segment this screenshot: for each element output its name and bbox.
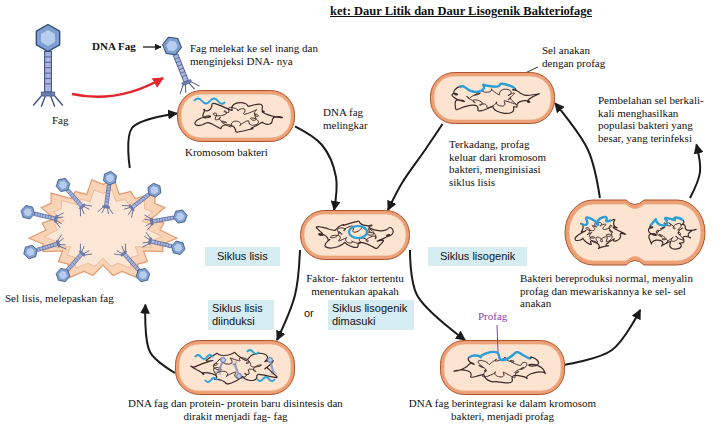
bacterial-chromosome: [191, 352, 277, 384]
cytoplasm: [179, 344, 291, 391]
stage-caption: Pembelahan sel berkali- kali menghasilka…: [598, 94, 718, 145]
phage: [215, 356, 227, 375]
phage: [231, 360, 243, 379]
decision-cell-picture: [300, 210, 410, 260]
cytoplasm: [304, 214, 406, 256]
cell-wall: [431, 73, 555, 124]
stage-caption: DNA fag berintegrasi ke dalam kromosom b…: [397, 397, 608, 422]
dividing-cell-picture: [520, 198, 705, 272]
bacterial-chromosome: [454, 352, 545, 383]
phage: [53, 243, 93, 285]
lysed-cell: Sel lisis, melepaskan fag: [5, 168, 200, 305]
cycle-arrow: [555, 103, 600, 198]
bacterial-chromosome: [213, 107, 258, 127]
stage-caption: Bakteri bereproduksi normal, menyalin pr…: [520, 272, 705, 310]
cell-wall: [565, 200, 705, 265]
prophage-cell-picture: [440, 340, 565, 395]
arrow-label: Siklus lisogenik dimasuki: [328, 300, 414, 330]
bacterial-chromosome: [316, 221, 393, 248]
phage: [98, 170, 119, 214]
cycle-arrow: [690, 145, 700, 198]
cycle-arrow: [295, 126, 337, 210]
cycle-arrow: [145, 305, 175, 373]
daughter-cell: Sel anakan dengan profag: [430, 72, 555, 124]
phage: [114, 243, 154, 285]
phage: [142, 232, 187, 257]
cycle-band: Siklus lisogenik: [428, 247, 527, 266]
circular-phage-dna: [349, 226, 367, 238]
part-label: Profag: [478, 310, 507, 323]
lysed-cell-picture: [5, 168, 200, 292]
bacterial-chromosome: [649, 218, 696, 249]
phage-dna: [257, 377, 275, 381]
bacterium-infected: Fag melekat ke sel inang dan menginjeksi…: [177, 90, 295, 142]
phage: [19, 203, 64, 228]
phage: [266, 356, 277, 375]
phage-dna: [194, 99, 225, 104]
connector-word: or: [304, 307, 314, 320]
cytoplasm: [569, 204, 701, 261]
arrow-label: DNA fag melingkar: [322, 106, 384, 131]
leader-line: [497, 325, 498, 352]
prophage-dna: [650, 218, 683, 226]
prophage-dna: [581, 217, 611, 225]
cytoplasm: [434, 76, 551, 120]
bacterial-chromosome: [330, 226, 376, 244]
dividing-cell: Bakteri bereproduksi normal, menyalin pr…: [520, 198, 705, 310]
bacterial-chromosome: [586, 222, 613, 243]
population-note: Pembelahan sel berkali- kali menghasilka…: [598, 94, 718, 145]
free-phage: [33, 25, 63, 107]
cytoplasm: [444, 344, 561, 391]
cytoplasm: [44, 190, 162, 268]
phage-dna: [195, 355, 213, 359]
phage: [121, 180, 164, 218]
cycle-label: Siklus lisogenik: [440, 250, 515, 263]
bacterium-infected-picture: [177, 90, 295, 142]
cell-wall: [176, 341, 295, 395]
burst-membrane: [29, 180, 177, 278]
arrow-label: Terkadang, profag keluar dari kromosom b…: [448, 138, 555, 189]
bacterial-chromosome: [575, 217, 626, 248]
phage: [53, 175, 93, 217]
prophage-dna: [459, 84, 515, 92]
stage-caption: Sel lisis, melepaskan fag: [5, 292, 200, 305]
phage-dna: [247, 350, 259, 354]
stage-caption: Sel anakan dengan profag: [542, 44, 622, 69]
phage-assembly-cell-picture: [175, 340, 295, 395]
stage-caption: Kromosom bakteri: [185, 146, 295, 159]
cycle-arrow: [277, 250, 300, 340]
cycle-band: Siklus lisis: [205, 247, 280, 266]
cytoplasm: [181, 94, 291, 138]
phage-assembly-cell: DNA fag dan protein- protein baru disint…: [175, 340, 295, 395]
daughter-cell-picture: [430, 72, 555, 124]
pointer-arrow: [143, 46, 161, 47]
phage: [144, 208, 189, 230]
bacterial-chromosome: [452, 84, 539, 113]
cycle-arrow: [565, 310, 640, 365]
cycle-arrow: [128, 113, 177, 168]
prophage-dna: [469, 352, 531, 360]
part-label: DNA Fag: [92, 40, 136, 53]
cycle-arrow: [388, 124, 443, 210]
prophage-cell: DNA fag berintegrasi ke dalam kromosom b…: [440, 340, 565, 395]
phage-dna: [205, 378, 217, 382]
phage: [22, 234, 67, 261]
cycle-label: Siklus lisis: [217, 250, 268, 263]
bacterial-chromosome: [195, 103, 283, 132]
diagram-title: ket: Daur Litik dan Daur Lisogenik Bakte…: [330, 4, 592, 19]
cell-wall: [301, 211, 410, 260]
stage-caption: Fag melekat ke sel inang dan menginjeksi…: [190, 42, 340, 67]
cell-wall: [441, 341, 565, 395]
cell-wall: [178, 91, 295, 142]
decision-cell: Faktor- faktor tertentu menentukan apaka…: [300, 210, 410, 260]
part-label: Fag: [52, 114, 69, 127]
arrow-label: Siklus lisis diinduksi: [208, 300, 274, 330]
stage-caption: DNA fag dan protein- protein baru disint…: [128, 397, 343, 422]
attach-arrow: [72, 78, 163, 97]
stage-caption: Faktor- faktor tertentu menentukan apaka…: [305, 272, 405, 297]
